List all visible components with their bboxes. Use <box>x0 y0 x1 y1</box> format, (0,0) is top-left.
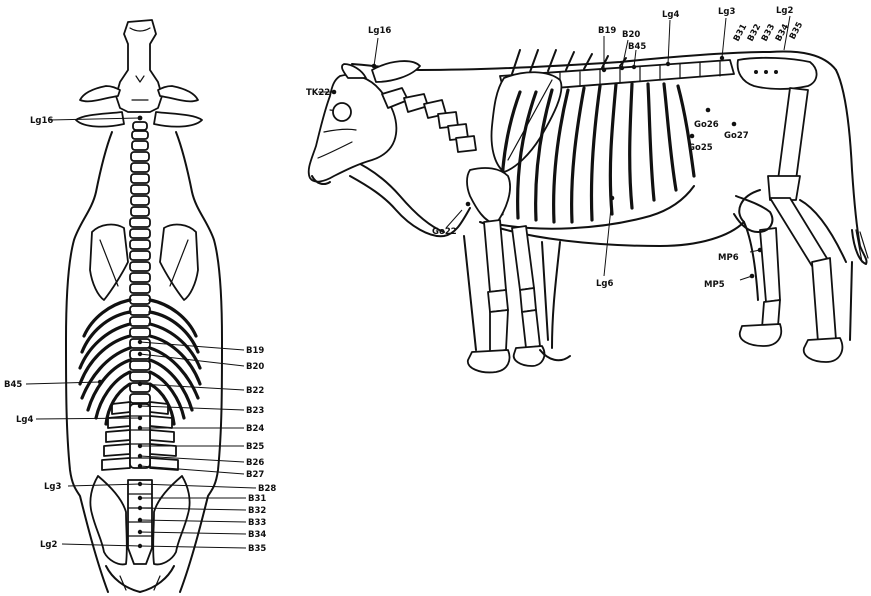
lateral-label-tk22: TK22 <box>306 88 330 98</box>
ventral-label-lg2: Lg2 <box>40 540 58 550</box>
lateral-label-b19: B19 <box>598 26 616 36</box>
ventral-label-b33: B33 <box>248 518 266 528</box>
lateral-femur <box>778 88 808 180</box>
ventral-pelvis-left <box>90 476 126 564</box>
ventral-label-b24: B24 <box>246 424 264 434</box>
ventral-label-b25: B25 <box>246 442 264 452</box>
lateral-radius-front <box>484 220 506 292</box>
ventral-label-b28: B28 <box>258 484 276 494</box>
ventral-label-lg16: Lg16 <box>30 116 53 126</box>
ventral-label-b35: B35 <box>248 544 266 554</box>
ventral-label-b34: B34 <box>248 530 266 540</box>
lateral-label-mp5: MP5 <box>704 280 725 290</box>
lateral-label-lg3: Lg3 <box>718 7 736 17</box>
lateral-label-b45: B45 <box>628 42 646 52</box>
ventral-label-b31: B31 <box>248 494 266 504</box>
lateral-label-go25: Go25 <box>688 143 713 153</box>
ventral-label-b45: B45 <box>4 380 22 390</box>
ventral-horn-left <box>80 86 120 101</box>
ventral-label-b27: B27 <box>246 470 264 480</box>
lateral-eye-socket <box>333 103 351 121</box>
lateral-ribs <box>502 84 694 222</box>
ventral-label-b19: B19 <box>246 346 264 356</box>
ventral-label-lg3: Lg3 <box>44 482 62 492</box>
ventral-label-b22: B22 <box>246 386 264 396</box>
lateral-tibia <box>770 198 828 266</box>
ventral-view: Lg16 B19 B20 B45 B22 B23 Lg4 B24 B25 B26… <box>4 20 276 592</box>
lateral-label-go22: Go22 <box>432 227 457 237</box>
lateral-label-lg16: Lg16 <box>368 26 391 36</box>
lateral-horn <box>342 64 366 78</box>
lateral-label-go27: Go27 <box>724 131 749 141</box>
lateral-tail <box>836 70 867 264</box>
lateral-label-go26: Go26 <box>694 120 719 130</box>
lateral-label-lg4: Lg4 <box>662 10 680 20</box>
lateral-label-b35: B35 <box>788 20 805 41</box>
lateral-sternum <box>496 186 694 229</box>
lateral-view: Lg16 TK22 B19 B20 B45 Lg4 Lg3 Lg2 B31 B3… <box>306 6 868 372</box>
ventral-label-lg4: Lg4 <box>16 415 34 425</box>
ventral-ear-right <box>154 112 202 127</box>
lateral-label-b20: B20 <box>622 30 640 40</box>
ventral-label-b20: B20 <box>246 362 264 372</box>
ventral-label-b26: B26 <box>246 458 264 468</box>
lateral-hind-leg-far <box>760 228 780 302</box>
lateral-front-hoof-far <box>514 346 545 366</box>
lateral-neck-outline <box>352 160 444 232</box>
ventral-label-b23: B23 <box>246 406 264 416</box>
lateral-hind-hoof-near <box>804 338 843 362</box>
ventral-skull <box>116 20 162 112</box>
lateral-ear <box>372 61 420 82</box>
lateral-label-mp6: MP6 <box>718 253 739 263</box>
lateral-humerus <box>467 168 510 224</box>
ventral-label-b32: B32 <box>248 506 266 516</box>
lateral-front-hoof-near <box>468 350 510 372</box>
lateral-hind-hoof-far <box>740 324 781 346</box>
lateral-label-lg6: Lg6 <box>596 279 614 289</box>
ventral-horn-right <box>158 86 198 101</box>
lateral-label-lg2: Lg2 <box>776 6 794 16</box>
